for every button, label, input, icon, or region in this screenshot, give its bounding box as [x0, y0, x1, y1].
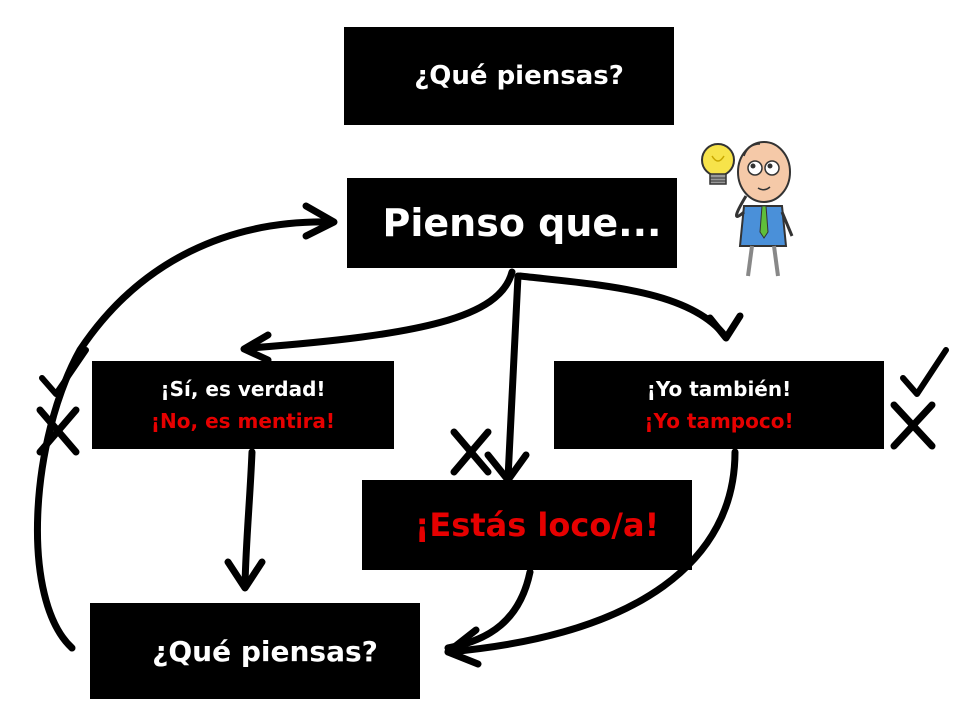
- loco-box: ¡Estás loco/a!: [362, 480, 692, 570]
- question-box-top: ¿Qué piensas?: [344, 27, 674, 125]
- arrowhead-bottom-right: [444, 626, 482, 668]
- cross-icon: [890, 401, 936, 450]
- cross-icon: [450, 428, 492, 476]
- arrow-pienso-to-loco: [504, 272, 522, 482]
- yo-tampoco-text: ¡Yo tampoco!: [644, 409, 794, 433]
- check-icon: [900, 347, 949, 397]
- no-mentira-text: ¡No, es mentira!: [150, 409, 336, 433]
- loco-text: ¡Estás loco/a!: [414, 506, 660, 544]
- question-text-top: ¿Qué piensas?: [414, 61, 624, 91]
- thinking-person-icon: [701, 141, 794, 277]
- check-icon: [39, 347, 89, 397]
- arrow-yo-to-bottom: [444, 448, 739, 656]
- arrow-loop-back: [34, 218, 334, 652]
- arrow-pienso-to-yo: [516, 272, 729, 340]
- lightbulb-icon: [701, 143, 735, 185]
- arrow-pienso-to-si: [246, 268, 516, 352]
- pienso-box: Pienso que...: [347, 178, 677, 268]
- arrowhead-si: [240, 331, 272, 364]
- arrowhead-loop: [302, 202, 338, 240]
- question-box-bottom: ¿Qué piensas?: [90, 603, 420, 699]
- me-too-box: ¡Yo también! ¡Yo tampoco!: [554, 361, 884, 449]
- cross-icon: [36, 406, 80, 456]
- pienso-text: Pienso que...: [382, 201, 662, 245]
- arrowhead-bottom-left: [224, 558, 266, 592]
- question-text-bottom: ¿Qué piensas?: [152, 634, 378, 668]
- si-verdad-text: ¡Sí, es verdad!: [160, 377, 326, 401]
- arrowhead-yo: [706, 312, 744, 342]
- yo-tambien-text: ¡Yo también!: [646, 377, 792, 401]
- arrow-loco-to-bottom: [444, 568, 534, 652]
- agree-disagree-box: ¡Sí, es verdad! ¡No, es mentira!: [92, 361, 394, 449]
- arrow-si-to-bottom: [241, 448, 256, 589]
